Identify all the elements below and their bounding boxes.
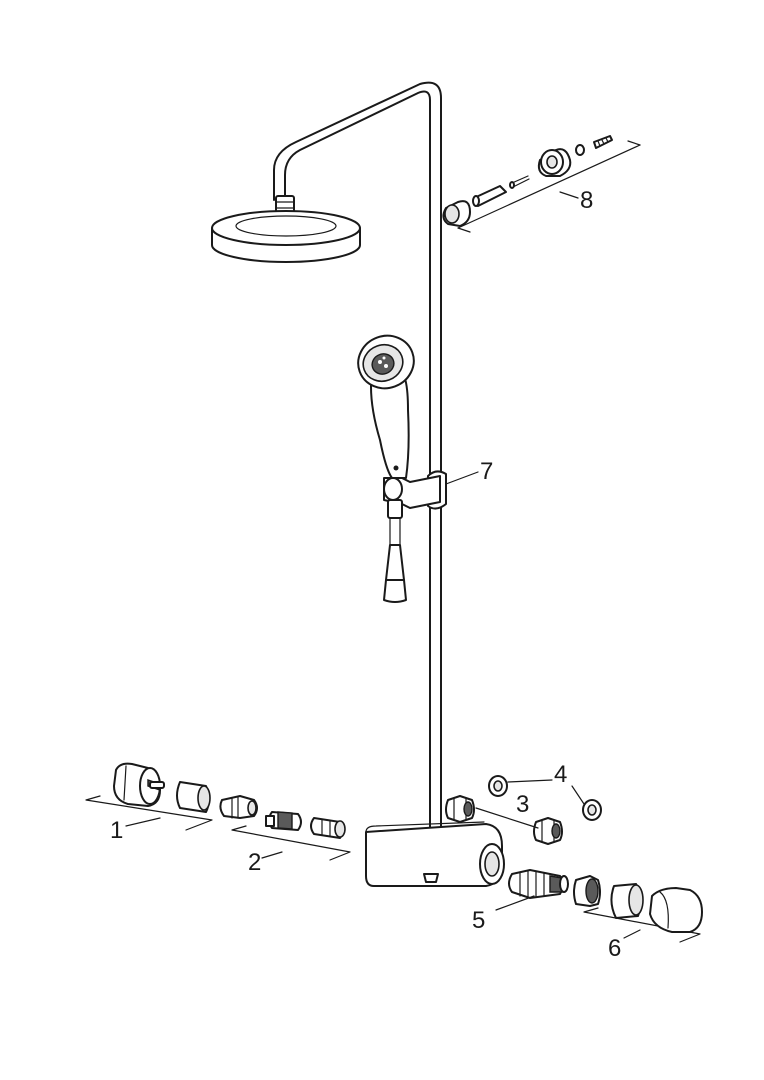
callout-7: 7 bbox=[480, 458, 493, 485]
bracket-washer bbox=[575, 144, 585, 156]
thermostatic-cartridge: 5 bbox=[472, 869, 569, 934]
handle-and-sleeve: 1 bbox=[85, 762, 213, 844]
bracket-screw bbox=[509, 181, 515, 189]
hand-shower-handle bbox=[370, 371, 410, 479]
check-valve-a bbox=[219, 795, 258, 819]
wall-bracket-set: 8 bbox=[442, 135, 641, 233]
temperature-handle-set: 6 bbox=[573, 875, 703, 962]
shower-hose bbox=[383, 499, 407, 603]
callout-8: 8 bbox=[580, 187, 593, 214]
callout-3: 3 bbox=[516, 791, 529, 818]
connection-nuts: 3 bbox=[445, 791, 563, 845]
callout-1: 1 bbox=[110, 817, 123, 844]
callout-2: 2 bbox=[248, 849, 261, 876]
washers: 4 bbox=[488, 761, 602, 821]
check-valves-and-filters: 2 bbox=[219, 795, 351, 876]
callout-5: 5 bbox=[472, 907, 485, 934]
hand-shower bbox=[357, 334, 415, 479]
overhead-shower bbox=[211, 195, 361, 263]
temperature-knob bbox=[649, 887, 703, 933]
callout-6: 6 bbox=[608, 935, 621, 962]
thermostat-body bbox=[365, 821, 505, 887]
riser-pipe bbox=[273, 81, 442, 833]
hand-shower-holder bbox=[383, 470, 447, 510]
callout-4: 4 bbox=[554, 761, 567, 788]
